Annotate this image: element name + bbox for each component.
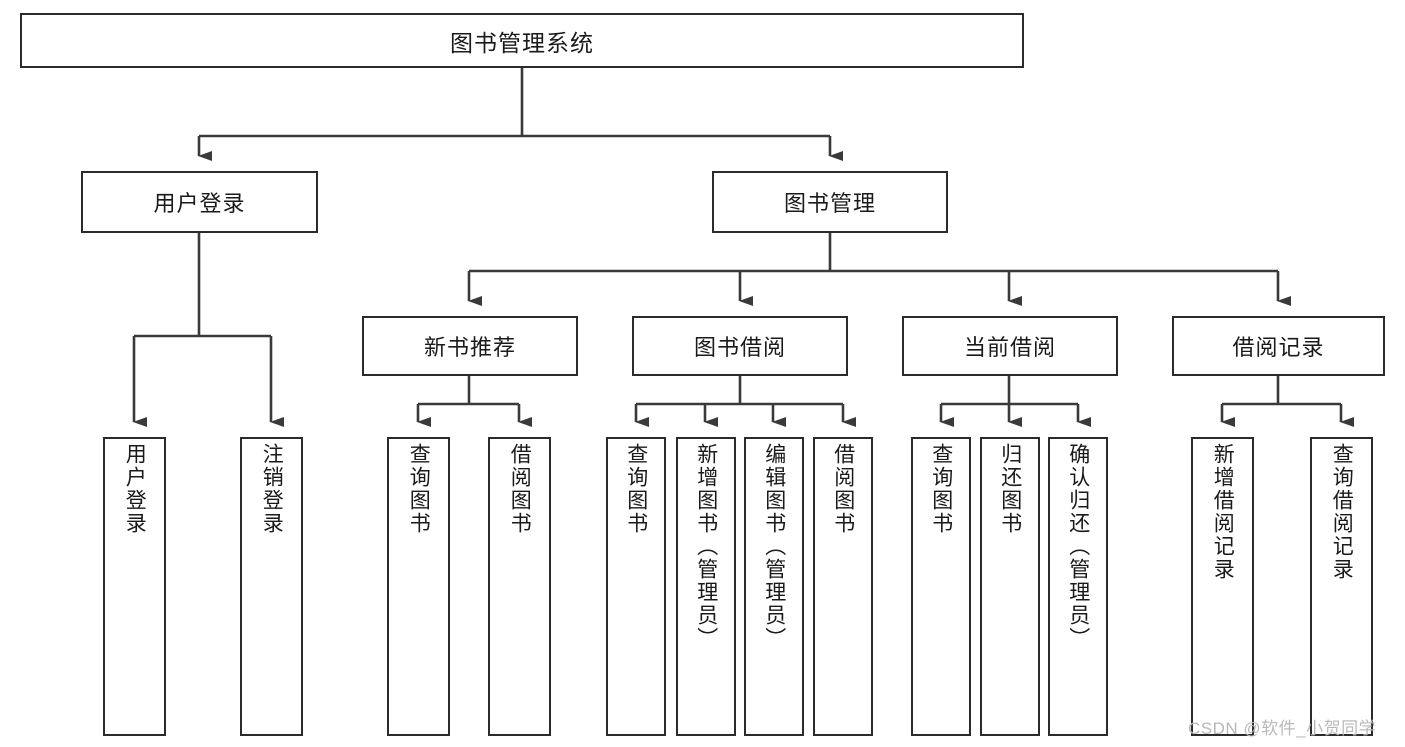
node-label: 归还图书 — [998, 443, 1022, 535]
node-label: 编辑图书（管理员） — [762, 443, 786, 650]
leaf-new-book-borrow-book[interactable]: 借阅图书 — [488, 437, 551, 736]
node-label: 查询图书 — [624, 443, 648, 535]
node-label: 新增图书（管理员） — [694, 443, 718, 650]
node-label: 用户登录 — [123, 443, 147, 535]
leaf-book-borrow-add-book-admin[interactable]: 新增图书（管理员） — [676, 437, 736, 736]
leaf-borrow-record-add-record[interactable]: 新增借阅记录 — [1191, 437, 1254, 736]
node-label: 注销登录 — [260, 443, 284, 535]
node-label: 新书推荐 — [423, 335, 516, 360]
node-label: 用户登录 — [153, 191, 246, 216]
csdn-watermark: CSDN @软件_小贺同学 — [1188, 719, 1377, 738]
node-label: 借阅记录 — [1232, 335, 1325, 360]
leaf-book-borrow-borrow-book[interactable]: 借阅图书 — [813, 437, 873, 736]
node-label: 查询图书 — [929, 443, 953, 535]
node-new-book-recommend[interactable]: 新书推荐 — [362, 316, 578, 376]
node-label: 确认归还（管理员） — [1066, 443, 1090, 650]
node-label: 借阅图书 — [831, 443, 855, 535]
node-label: 当前借阅 — [963, 335, 1056, 360]
node-book-management[interactable]: 图书管理 — [712, 171, 948, 233]
leaf-new-book-query-book[interactable]: 查询图书 — [387, 437, 450, 736]
leaf-user-login-login[interactable]: 用户登录 — [103, 437, 166, 736]
leaf-current-borrow-confirm-return-admin[interactable]: 确认归还（管理员） — [1048, 437, 1108, 736]
node-label: 新增借阅记录 — [1211, 443, 1235, 581]
node-label: 查询图书 — [407, 443, 431, 535]
leaf-current-borrow-query-book[interactable]: 查询图书 — [911, 437, 971, 736]
node-root-book-management-system[interactable]: 图书管理系统 — [20, 13, 1024, 68]
leaf-book-borrow-edit-book-admin[interactable]: 编辑图书（管理员） — [744, 437, 804, 736]
leaf-current-borrow-return-book[interactable]: 归还图书 — [980, 437, 1040, 736]
node-label: 查询借阅记录 — [1330, 443, 1354, 581]
node-current-borrow[interactable]: 当前借阅 — [902, 316, 1118, 376]
node-user-login[interactable]: 用户登录 — [81, 171, 318, 233]
node-label: 图书管理系统 — [450, 29, 594, 56]
leaf-borrow-record-query-record[interactable]: 查询借阅记录 — [1310, 437, 1373, 736]
leaf-user-login-logout[interactable]: 注销登录 — [240, 437, 303, 736]
node-label: 借阅图书 — [508, 443, 532, 535]
node-label: 图书借阅 — [693, 335, 786, 360]
node-book-borrow[interactable]: 图书借阅 — [632, 316, 848, 376]
node-borrow-record[interactable]: 借阅记录 — [1172, 316, 1385, 376]
leaf-book-borrow-query-book[interactable]: 查询图书 — [606, 437, 666, 736]
node-label: 图书管理 — [783, 191, 876, 216]
